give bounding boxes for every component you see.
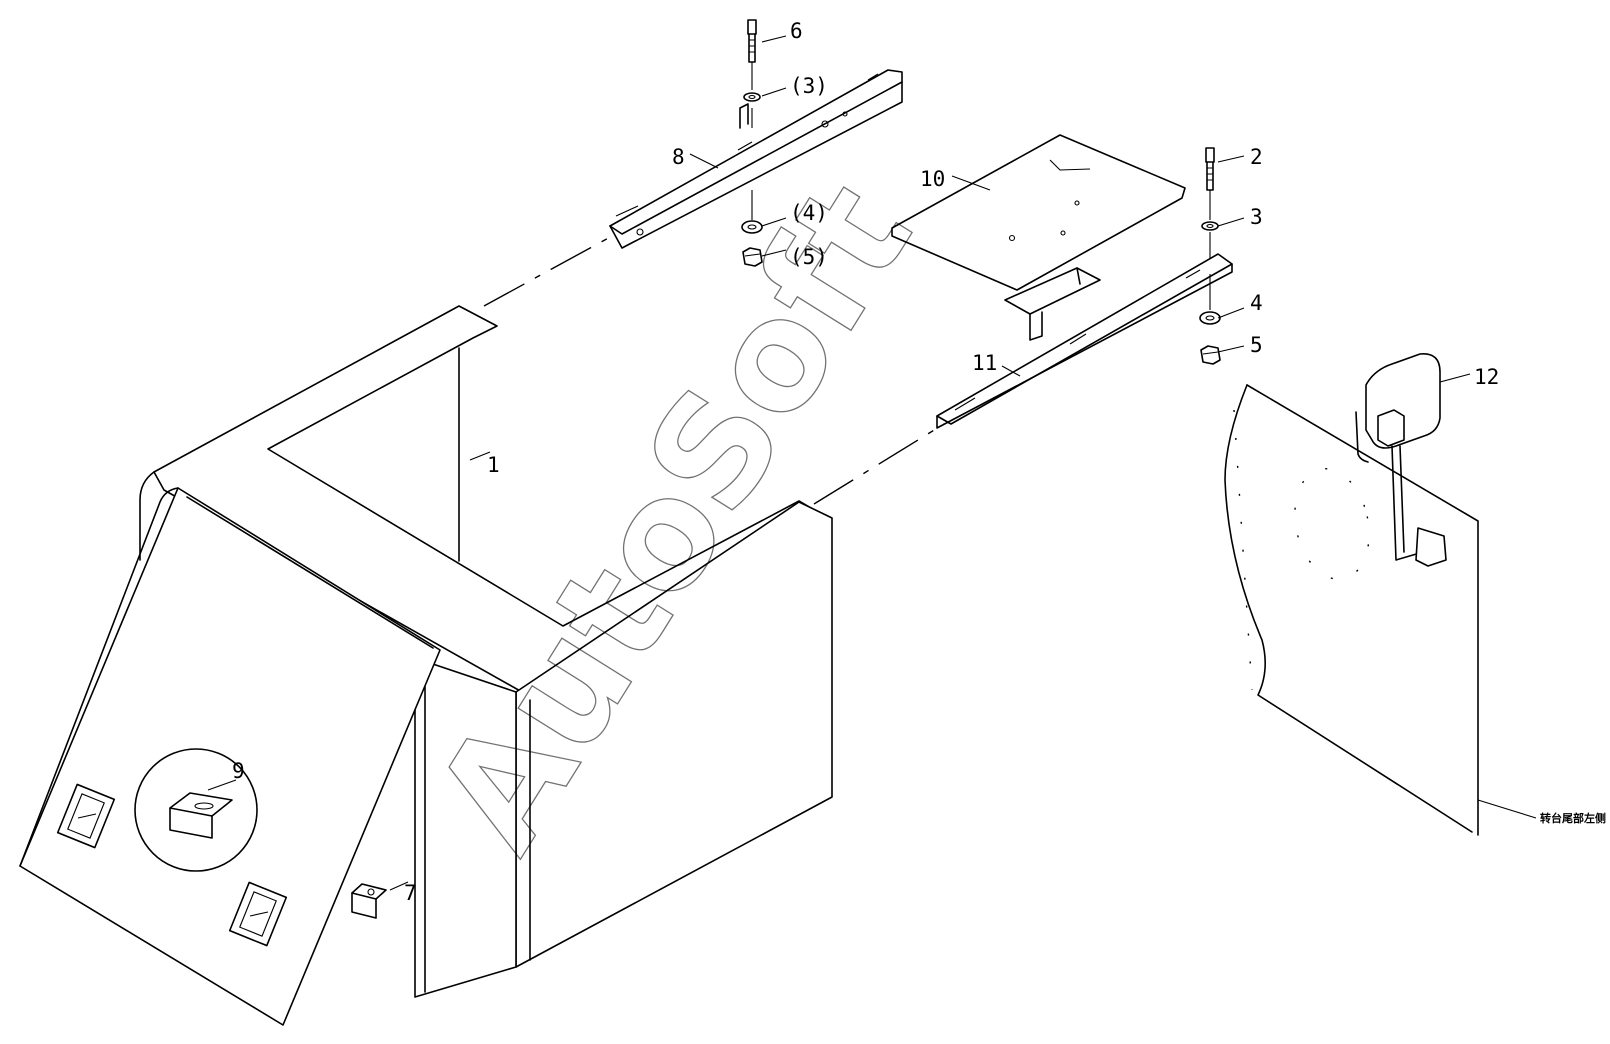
- part-7-bracket: [351, 883, 387, 919]
- door-panel: [19, 487, 441, 1026]
- callout-2: 2: [1250, 145, 1263, 169]
- callout-6: 6: [790, 19, 803, 43]
- bolt-2: [1205, 147, 1215, 191]
- part-10-plate: [891, 134, 1186, 291]
- callout-10: 10: [920, 167, 945, 191]
- callout-5: 5: [1250, 333, 1263, 357]
- callout-8: 8: [672, 145, 685, 169]
- part-8-bracket: [609, 69, 903, 249]
- rear-left-panel: [1224, 384, 1479, 836]
- part-10-mount: [1004, 267, 1101, 341]
- washer-4-right: [1199, 311, 1221, 325]
- washer-4-left: [741, 220, 763, 234]
- nut-5-left: [742, 247, 763, 267]
- callout-3: 3: [1250, 205, 1263, 229]
- latch-lower: [228, 881, 288, 947]
- callout-9: 9: [232, 759, 245, 783]
- callout-4-parenthesized: (4): [790, 201, 828, 225]
- callout-5-parenthesized: (5): [790, 245, 828, 269]
- callout-7: 7: [404, 881, 417, 905]
- centerline-right: [813, 423, 945, 505]
- leader-lines: [207, 35, 1537, 891]
- callout-3-parenthesized: (3): [790, 74, 828, 98]
- washer-3-left: [743, 92, 761, 102]
- latch-upper-left: [56, 783, 116, 849]
- part-9-detail: [134, 748, 258, 872]
- side-note-label: 转台尾部左侧: [1540, 811, 1606, 825]
- part-1-enclosure: [139, 305, 833, 998]
- washer-3-right: [1201, 221, 1219, 231]
- callout-12: 12: [1474, 365, 1499, 389]
- part-12-mirror: [1355, 353, 1447, 567]
- callout-1: 1: [487, 453, 500, 477]
- nut-5-right: [1200, 345, 1221, 365]
- callout-labels: 1 2 3 (3) 4 (4) 5 (5) 6 7 8 9 10 11 12 转…: [232, 19, 1606, 905]
- centerline-left: [483, 235, 613, 307]
- bolt-6: [747, 19, 757, 63]
- callout-4: 4: [1250, 291, 1263, 315]
- callout-11: 11: [972, 351, 997, 375]
- part-11-bracket: [936, 253, 1233, 429]
